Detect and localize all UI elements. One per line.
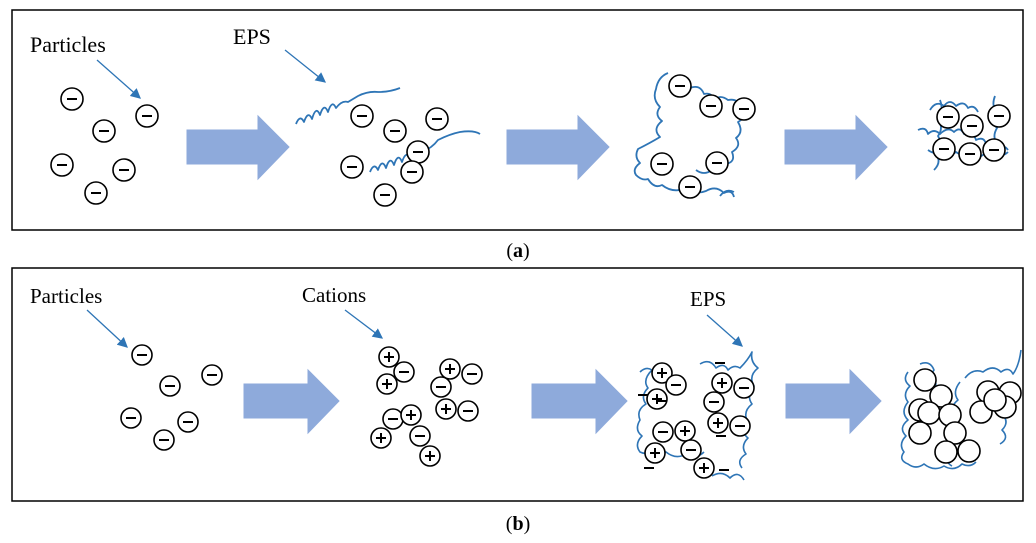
minus-circle-icon xyxy=(982,138,1006,162)
minus-circle-icon xyxy=(461,363,483,385)
caption-a: (a) xyxy=(506,240,530,262)
minus-circle-icon xyxy=(131,344,153,366)
minus-circle-icon xyxy=(112,158,136,182)
minus-circle-icon xyxy=(60,87,84,111)
minus-circle-icon xyxy=(729,415,751,437)
minus-circle-icon xyxy=(430,376,452,398)
minus-circle-icon xyxy=(153,429,175,451)
plus-circle-icon xyxy=(419,445,441,467)
minus-circle-icon xyxy=(400,160,424,184)
block-arrow-right-icon xyxy=(186,114,290,181)
particle-circle xyxy=(957,439,981,463)
plus-circle-icon xyxy=(435,398,457,420)
block-arrow-right-icon xyxy=(531,368,628,435)
particle-circle xyxy=(908,421,932,445)
minus-circle-icon xyxy=(932,137,956,161)
plus-circle-icon xyxy=(707,412,729,434)
minus-circle-icon xyxy=(393,361,415,383)
plus-circle-icon xyxy=(646,388,668,410)
minus-circle-icon xyxy=(732,97,756,121)
minus-circle-icon xyxy=(373,183,397,207)
plus-circle-icon xyxy=(651,362,673,384)
panel-b-frame xyxy=(11,267,1024,502)
minus-circle-icon xyxy=(50,153,74,177)
particles-layer xyxy=(50,74,1022,479)
plus-circle-icon xyxy=(644,442,666,464)
leader-particles-b xyxy=(86,309,128,348)
minus-circle-icon xyxy=(84,181,108,205)
label-particles-b: Particles xyxy=(30,284,102,308)
minus-circle-icon xyxy=(425,107,449,131)
minus-circle-icon xyxy=(699,94,723,118)
plus-circle-icon xyxy=(711,372,733,394)
minus-circle-icon xyxy=(960,114,984,138)
minus-circle-icon xyxy=(382,408,404,430)
minus-circle-icon xyxy=(406,140,430,164)
minus-circle-icon xyxy=(457,400,479,422)
minus-circle-icon xyxy=(733,377,755,399)
label-eps-b: EPS xyxy=(690,287,726,311)
particle-circle xyxy=(943,421,967,445)
minus-circle-icon xyxy=(678,175,702,199)
transition-arrows-b xyxy=(243,368,882,435)
plus-circle-icon xyxy=(693,457,715,479)
minus-circle-icon xyxy=(668,74,692,98)
leader-eps-a xyxy=(284,49,327,83)
minus-circle-icon xyxy=(652,421,674,443)
caption-b: (b) xyxy=(505,513,531,535)
plus-circle-icon xyxy=(378,346,400,368)
block-arrow-right-icon xyxy=(784,114,888,181)
minus-circle-icon xyxy=(177,411,199,433)
leader-particles-a xyxy=(96,59,141,99)
minus-circle-icon xyxy=(159,375,181,397)
minus-circle-icon xyxy=(201,364,223,386)
particle-circle xyxy=(934,440,958,464)
minus-circle-icon xyxy=(383,119,407,143)
block-arrow-right-icon xyxy=(785,368,882,435)
label-cations-b: Cations xyxy=(302,283,366,307)
minus-circle-icon xyxy=(936,105,960,129)
minus-circle-icon xyxy=(92,119,116,143)
plus-circle-icon xyxy=(400,404,422,426)
leader-cations-b xyxy=(344,309,384,339)
particle-circle xyxy=(983,388,1007,412)
label-eps-a: EPS xyxy=(233,24,271,49)
minus-circle-icon xyxy=(350,104,374,128)
plus-circle-icon xyxy=(376,373,398,395)
plus-circle-icon xyxy=(370,427,392,449)
minus-circle-icon xyxy=(987,104,1011,128)
particle-circle xyxy=(917,401,941,425)
label-particles-a: Particles xyxy=(30,32,106,57)
minus-circle-icon xyxy=(340,155,364,179)
leader-eps-b xyxy=(706,314,743,347)
minus-circle-icon xyxy=(703,391,725,413)
panel-a-frame xyxy=(11,9,1024,231)
minus-circle-icon xyxy=(705,151,729,175)
minus-circle-icon xyxy=(135,104,159,128)
particle-circle xyxy=(913,368,937,392)
minus-circle-icon xyxy=(958,142,982,166)
minus-circle-icon xyxy=(665,374,687,396)
particle-circle xyxy=(929,384,953,408)
minus-circle-icon xyxy=(409,425,431,447)
block-arrow-right-icon xyxy=(243,368,340,435)
minus-circle-icon xyxy=(650,152,674,176)
minus-circle-icon xyxy=(120,407,142,429)
minus-circle-icon xyxy=(680,439,702,461)
transition-arrows-a xyxy=(186,114,888,181)
plus-circle-icon xyxy=(439,358,461,380)
block-arrow-right-icon xyxy=(506,114,610,181)
plus-circle-icon xyxy=(674,420,696,442)
